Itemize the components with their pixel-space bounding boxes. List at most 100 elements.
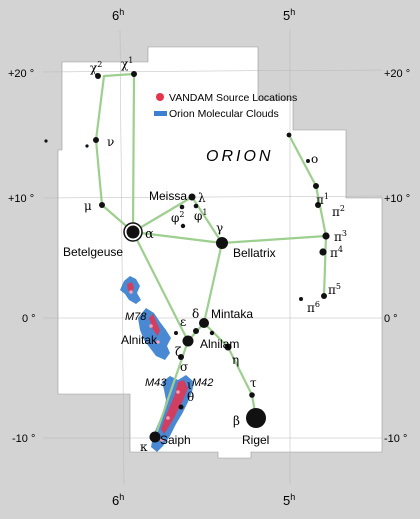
sources-orion-a <box>161 380 188 434</box>
star-names: Betelgeuse Bellatrix Meissa Mintaka Alni… <box>63 189 276 447</box>
star-pi2 <box>315 202 321 208</box>
star-bellatrix <box>216 237 228 249</box>
sources-m78 <box>149 314 160 336</box>
greek-eta: η <box>232 353 239 367</box>
label-mintaka: Mintaka <box>211 307 253 321</box>
ra-label-6h-bottom: 6h <box>112 492 124 508</box>
label-m78: M78 <box>125 311 147 323</box>
label-alnilam: Alnilam <box>200 337 239 351</box>
star-phi2 <box>179 204 185 210</box>
greek-alpha: α <box>145 227 154 242</box>
shield-line <box>287 133 328 298</box>
star-sigma <box>178 354 184 360</box>
greek-phi2: φ2 <box>171 210 185 225</box>
greek-kappa: κ <box>140 440 148 454</box>
dec-label-minus10-left: -10 ° <box>12 433 35 445</box>
star-alnilam <box>209 330 215 336</box>
label-rigel: Rigel <box>242 433 269 447</box>
label-bellatrix: Bellatrix <box>233 246 276 260</box>
label-m43: M43 <box>145 377 167 389</box>
star-pi1 <box>313 183 319 189</box>
ra-label-5h-bottom: 5h <box>283 492 295 508</box>
star-pi5 <box>321 293 327 299</box>
greek-omicron: ο <box>311 152 318 166</box>
greek-delta: δ <box>192 307 199 321</box>
star-epsilon-companion <box>193 328 199 334</box>
legend-label-clouds: Orion Molecular Clouds <box>169 108 279 120</box>
dec-label-plus20-left: +20 ° <box>8 68 34 80</box>
star-omicron <box>286 132 292 138</box>
dec-label-plus20-right: +20 ° <box>384 68 410 80</box>
star-saiph <box>149 431 161 443</box>
star-phi1 <box>193 203 199 209</box>
star-faint-4 <box>306 159 310 163</box>
stars <box>44 71 330 443</box>
greek-beta: β <box>233 414 240 428</box>
star-chi2 <box>95 73 101 79</box>
legend-marker-clouds <box>154 111 167 116</box>
label-alnitak: Alnitak <box>121 333 158 347</box>
dec-axis-labels: +20 ° +10 ° 0 ° -10 ° +20 ° +10 ° 0 ° -1… <box>8 68 410 445</box>
star-faint-3 <box>174 331 178 335</box>
greek-labels: χ2 χ1 ν μ α λ φ2 φ1 γ δ ε ζ σ η ι θ τ β … <box>84 56 347 454</box>
star-faint-1 <box>85 144 89 148</box>
star-pi6 <box>299 297 303 301</box>
legend: VANDAM Source Locations Orion Molecular … <box>154 92 297 120</box>
greek-mu: μ <box>84 199 92 213</box>
ra-axis-labels: 6h 5h 6h 5h <box>112 7 295 508</box>
greek-theta: θ <box>187 390 194 404</box>
greek-phi1: φ1 <box>194 208 208 223</box>
greek-zeta: ζ <box>175 345 182 359</box>
greek-iota: ι <box>187 378 192 392</box>
dec-label-plus10-right: +10 ° <box>384 193 410 205</box>
greek-pi5: π5 <box>328 282 341 297</box>
star-mintaka <box>199 318 209 328</box>
star-meissa <box>188 193 196 201</box>
greek-chi2: χ2 <box>90 60 102 75</box>
dec-label-plus10-left: +10 ° <box>8 193 34 205</box>
dec-label-0-right: 0 ° <box>384 313 398 325</box>
greek-tau: τ <box>250 376 257 390</box>
greek-pi3: π3 <box>334 229 347 244</box>
greek-pi6: π6 <box>307 300 320 315</box>
label-saiph: Saiph <box>160 433 191 447</box>
star-chi1 <box>131 71 137 77</box>
ra-label-5h-top: 5h <box>283 7 295 23</box>
nebula-labels: M78 M43 M42 <box>125 311 213 389</box>
star-faint-5 <box>180 223 186 229</box>
constellation-title: ORION <box>206 148 273 165</box>
label-meissa: Meissa <box>149 189 187 203</box>
star-rigel <box>246 408 266 428</box>
star-theta <box>178 404 184 410</box>
vandam-sources-light <box>129 290 180 442</box>
star-betelgeuse <box>126 225 140 239</box>
greek-sigma: σ <box>180 360 188 374</box>
greek-pi2: π2 <box>332 204 345 219</box>
cloud-m78 <box>138 308 171 360</box>
star-tau <box>249 392 255 398</box>
greek-chi1: χ1 <box>121 56 133 71</box>
dec-label-0-left: 0 ° <box>22 313 36 325</box>
greek-nu: ν <box>107 135 114 149</box>
star-faint-2 <box>44 139 48 143</box>
greek-pi1: π1 <box>316 192 329 207</box>
label-betelgeuse: Betelgeuse <box>63 245 123 259</box>
star-eta <box>224 343 232 351</box>
greek-pi4: π4 <box>330 245 343 260</box>
legend-marker-vandam <box>156 93 164 101</box>
star-pi4 <box>319 248 327 256</box>
coordinate-grid <box>42 29 383 486</box>
star-nu <box>93 137 99 143</box>
label-m42: M42 <box>192 377 213 389</box>
legend-label-vandam: VANDAM Source Locations <box>169 92 297 104</box>
ra-label-6h-top: 6h <box>112 7 124 23</box>
star-mu <box>99 202 105 208</box>
dec-label-minus10-right: -10 ° <box>384 433 407 445</box>
greek-gamma: γ <box>216 221 223 235</box>
star-alnitak <box>182 335 194 347</box>
greek-epsilon: ε <box>180 315 186 329</box>
greek-lambda: λ <box>198 191 206 205</box>
star-pi3 <box>322 232 330 240</box>
